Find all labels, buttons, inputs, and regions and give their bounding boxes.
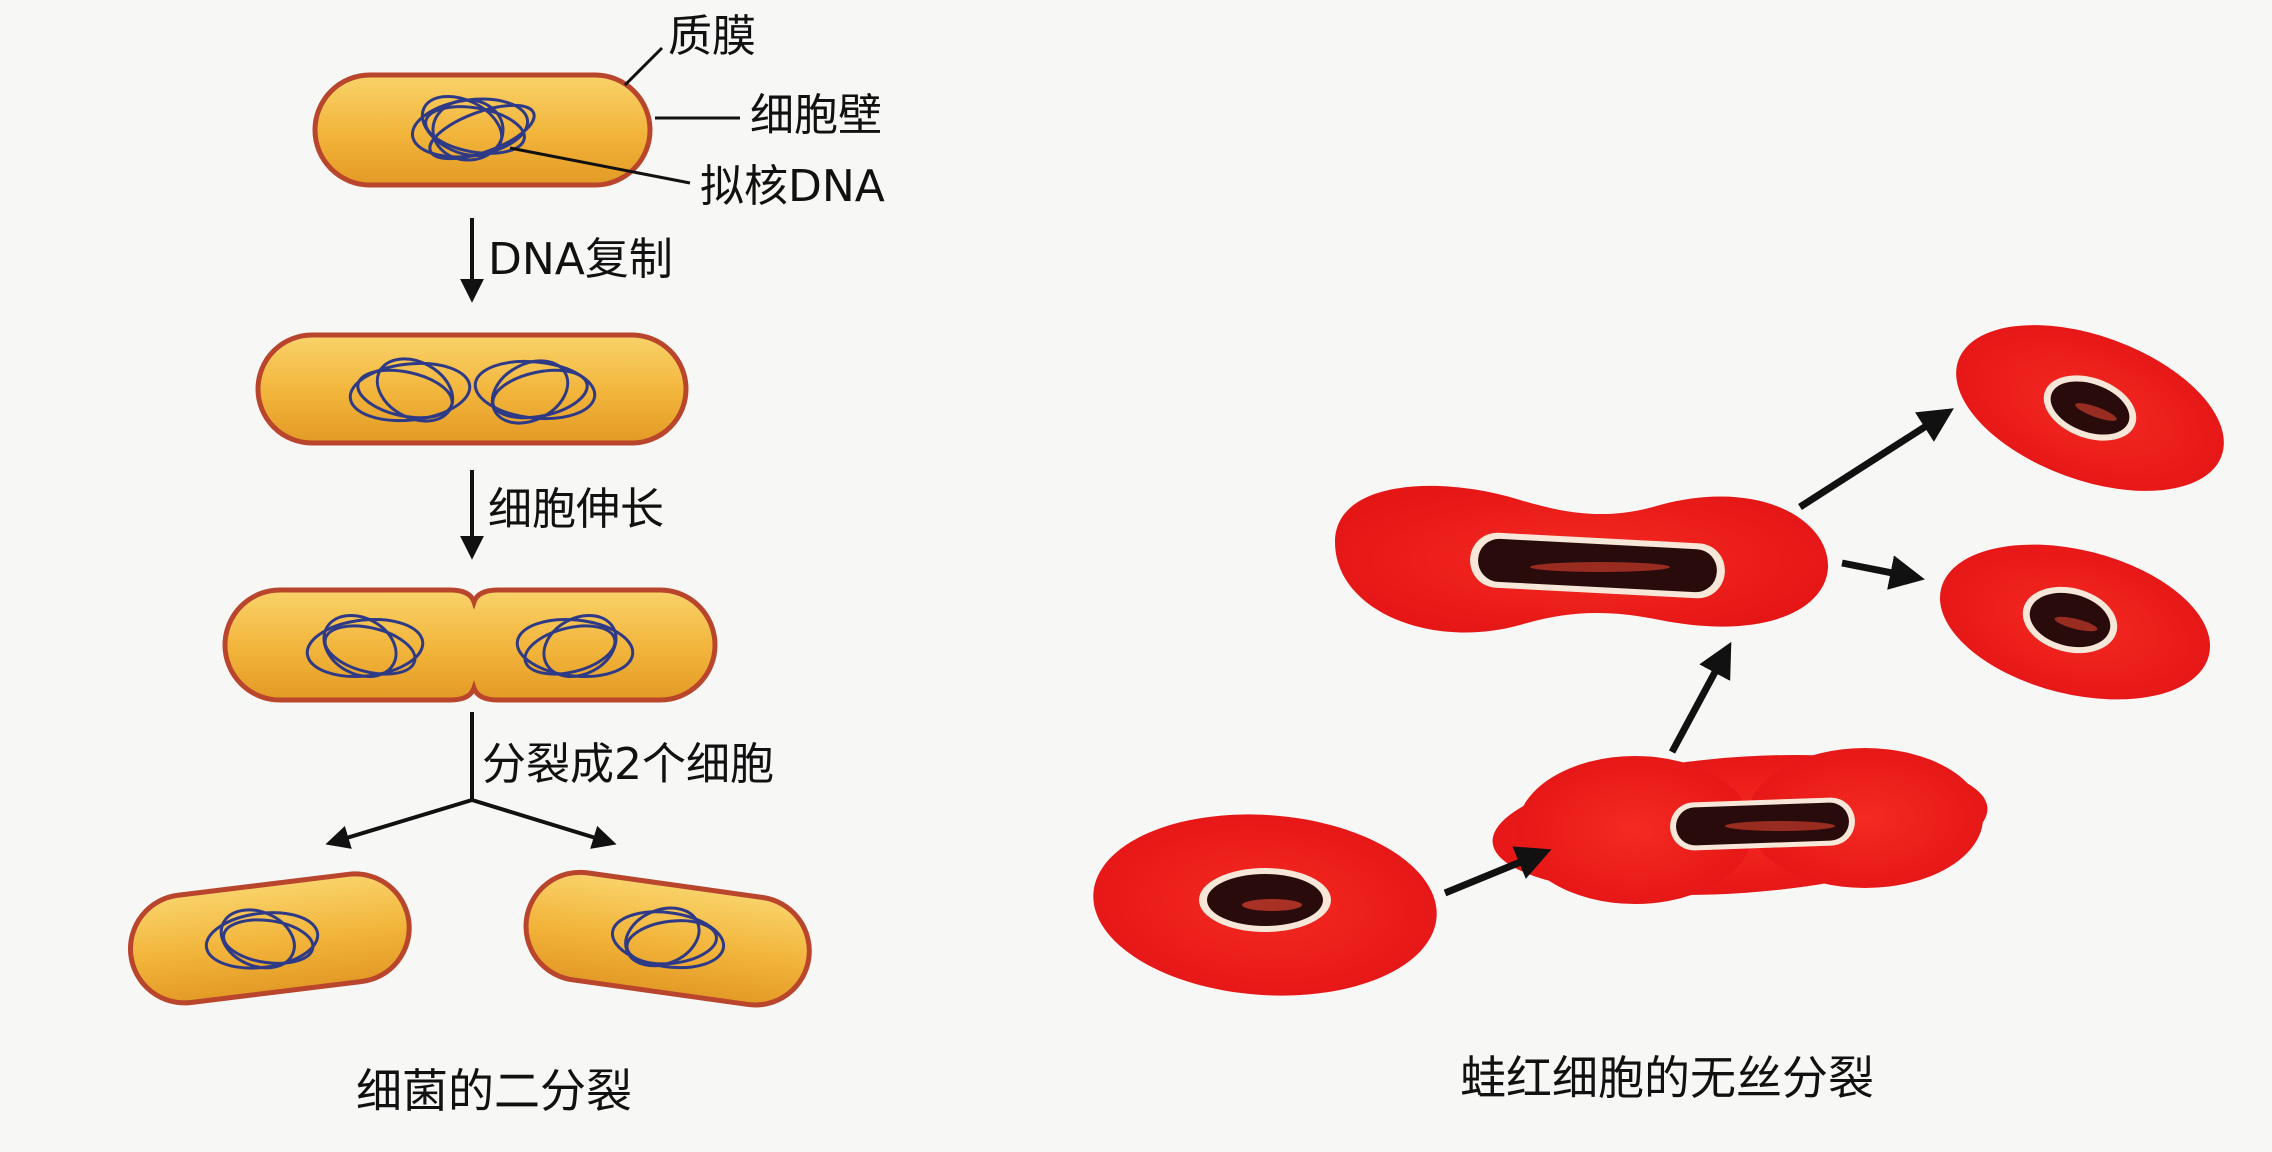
nucleoid-dna-pair — [305, 614, 635, 678]
bacterium-initial — [312, 72, 653, 188]
nucleoid-label: 拟核DNA — [700, 161, 885, 212]
membrane-label: 质膜 — [668, 11, 756, 62]
nucleoid-leader — [509, 146, 691, 185]
rbc-dumbbell — [1335, 485, 1829, 633]
rbc-elongating — [1492, 748, 1988, 904]
nucleoid-dna — [410, 94, 536, 162]
bacterium-daughter-right — [523, 869, 812, 1008]
arrow-rbc-2 — [1668, 641, 1732, 754]
cell-wall-label: 细胞壁 — [750, 90, 882, 141]
arrow-rbc-3 — [1798, 408, 1954, 510]
membrane-leader — [623, 46, 664, 87]
rbc-daughter-bottom — [1939, 544, 2211, 700]
step-label-dna-replication: DNA复制 — [488, 234, 673, 285]
step-label-split: 分裂成2个细胞 — [482, 739, 774, 790]
bacterium-elongated — [222, 587, 718, 703]
frog-rbc-caption: 蛙红细胞的无丝分裂 — [1460, 1051, 1874, 1105]
nucleoid-dna-replicated — [348, 357, 597, 425]
bacterium-daughter-left — [127, 871, 412, 1006]
rbc-daughter-top — [1956, 325, 2224, 491]
bacterium-replicated — [255, 332, 689, 446]
bacteria-caption: 细菌的二分裂 — [356, 1064, 632, 1118]
arrow-rbc-4 — [1841, 555, 1925, 590]
rbc-initial — [1093, 814, 1437, 996]
step-label-cell-elongation: 细胞伸长 — [488, 484, 664, 535]
arrow-split — [325, 712, 617, 849]
arrow-rbc-1 — [1443, 846, 1552, 897]
